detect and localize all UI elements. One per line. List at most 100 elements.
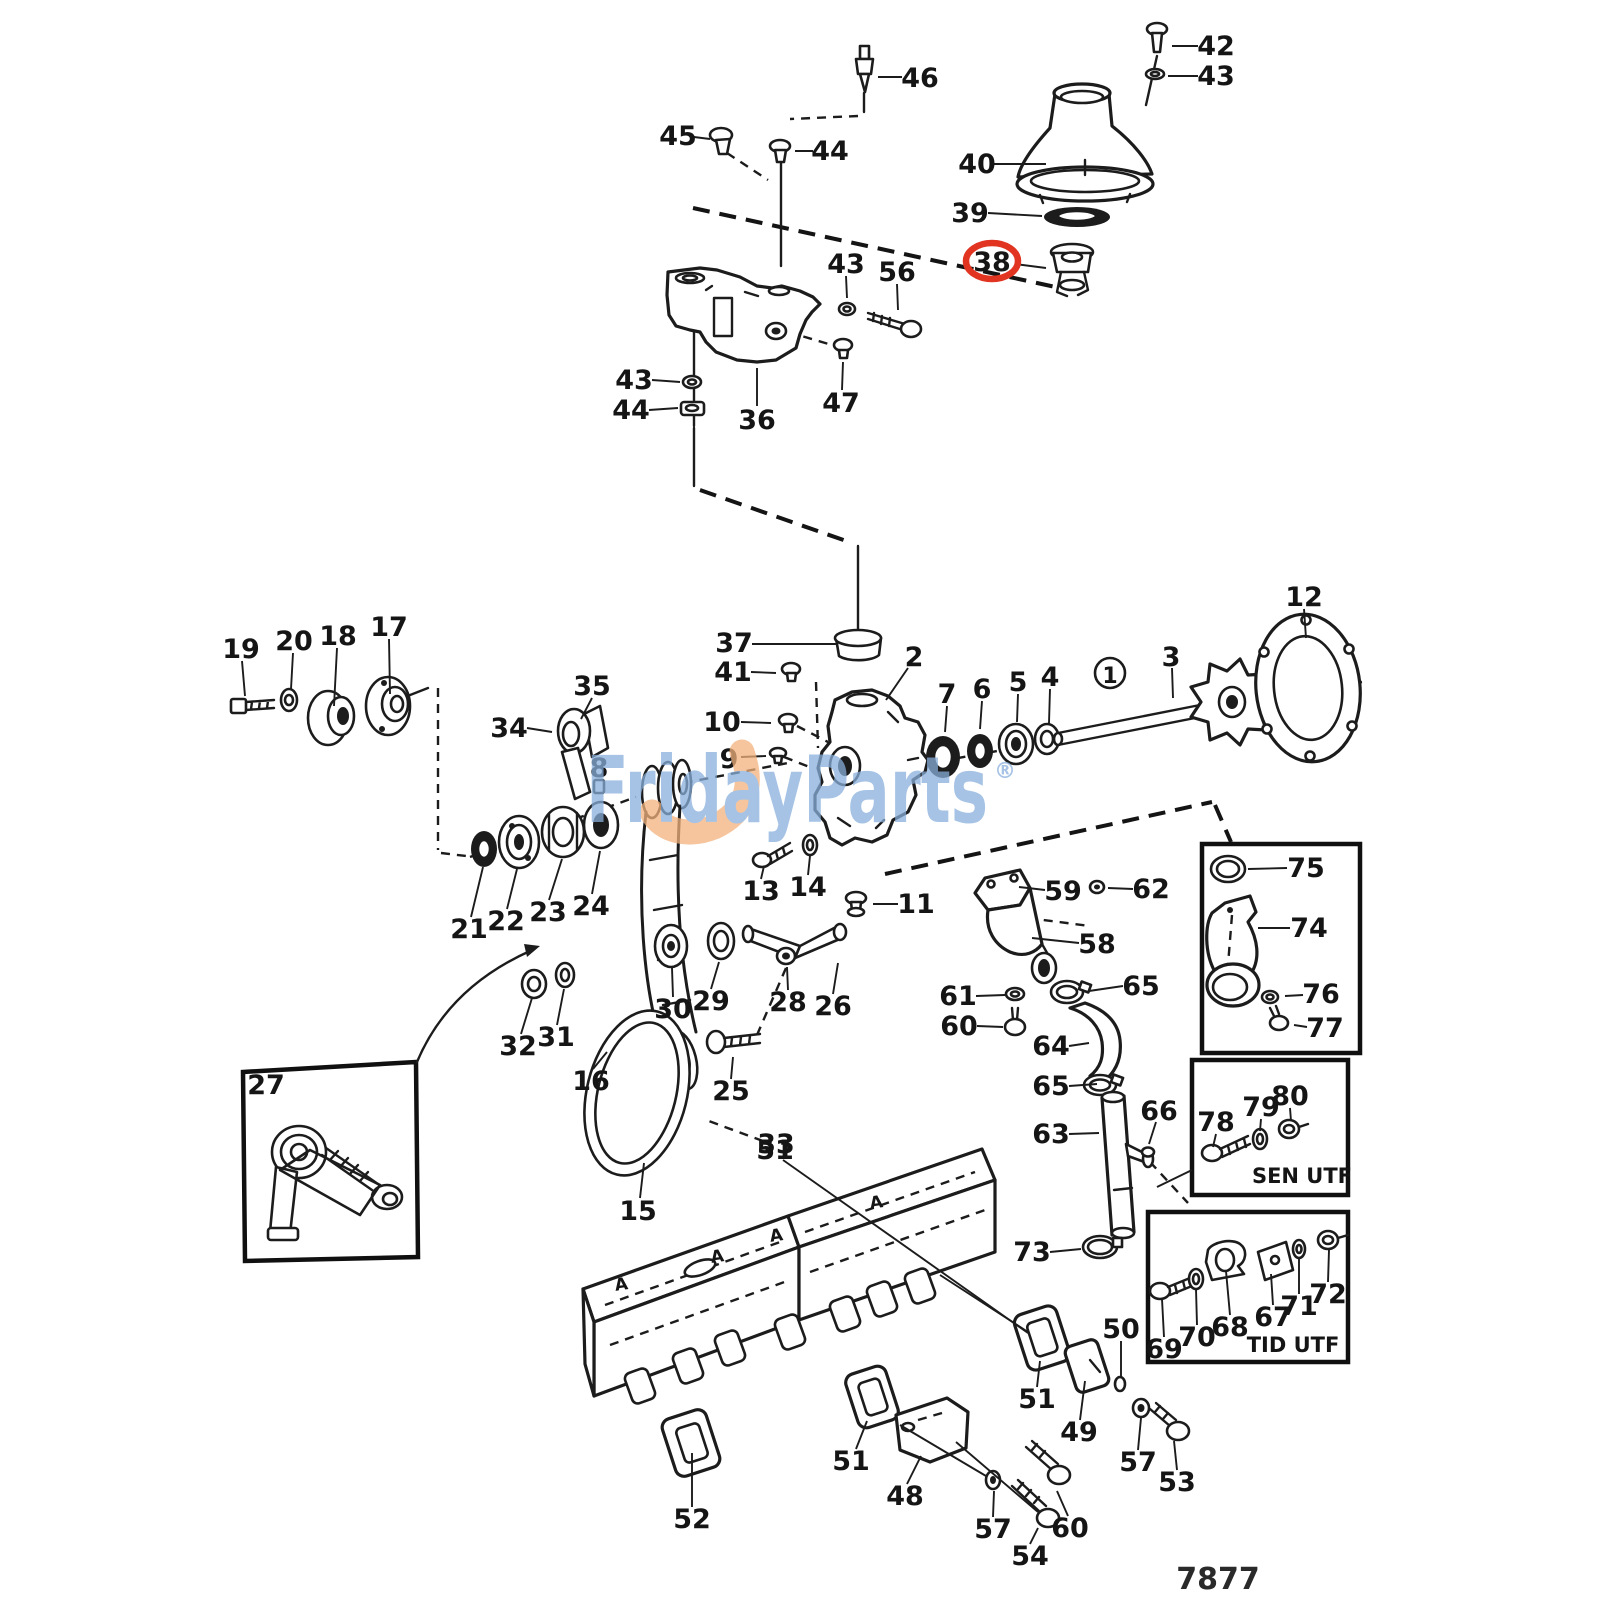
bearing-24	[582, 800, 620, 850]
nut-32	[520, 968, 548, 1000]
manifold-mark-A: A	[868, 1192, 885, 1214]
clamp-73	[1081, 1234, 1124, 1260]
callout-79: 79	[1242, 1092, 1280, 1123]
callout-57: 57	[974, 1514, 1012, 1545]
callout-32: 32	[499, 1031, 537, 1062]
pin-50	[1113, 1375, 1127, 1393]
callout-52: 52	[673, 1504, 711, 1535]
callout-71: 71	[1280, 1291, 1318, 1322]
callout-41: 41	[714, 657, 752, 688]
bolt-45	[708, 126, 734, 156]
callout-26: 26	[814, 991, 852, 1022]
flange-17	[364, 675, 412, 737]
gasket-51-mid	[844, 1364, 900, 1430]
callout-67: 67	[1254, 1302, 1292, 1333]
bolt-13	[751, 841, 794, 869]
callout-38: 38	[973, 247, 1011, 278]
exhaust-manifold-15-blocks	[581, 1147, 997, 1405]
callout-25: 25	[712, 1076, 750, 1107]
bolt-60-lower	[1024, 1439, 1072, 1486]
callout-60: 60	[940, 1011, 978, 1042]
callout-45: 45	[659, 121, 697, 152]
manifold-mark-A: A	[613, 1274, 630, 1296]
callout-76: 76	[1302, 979, 1340, 1010]
callout-68: 68	[1211, 1312, 1249, 1343]
plug-10	[777, 712, 799, 734]
seal-5	[997, 722, 1035, 766]
callout-4: 4	[1041, 662, 1060, 693]
watermark-swoosh	[639, 739, 760, 845]
callout-48: 48	[886, 1481, 924, 1512]
inset-box-sen-utf	[1189, 1057, 1351, 1198]
callout-5: 5	[1009, 667, 1028, 698]
gasket-52	[660, 1408, 722, 1478]
callout-58: 58	[1078, 929, 1116, 960]
callout-61: 61	[939, 981, 977, 1012]
callout-35: 35	[573, 671, 611, 702]
callout-43: 43	[615, 365, 653, 396]
inset-box-27	[240, 1059, 421, 1264]
callout-63: 63	[1032, 1119, 1070, 1150]
manifold-mark-A: A	[709, 1246, 726, 1268]
highlight-circle-38	[962, 239, 1022, 283]
callout-24: 24	[572, 891, 610, 922]
callout-51: 51	[832, 1446, 870, 1477]
callout-54: 54	[1011, 1541, 1049, 1572]
callout-51: 51	[1018, 1384, 1056, 1415]
callout-62: 62	[1132, 874, 1170, 905]
hose-64	[1068, 1001, 1122, 1084]
callout-12: 12	[1285, 582, 1323, 613]
callout-66: 66	[1140, 1096, 1178, 1127]
bolt-44-top	[768, 138, 792, 164]
bolt-56	[866, 311, 923, 339]
gasket-51-right	[1012, 1304, 1072, 1372]
inset-box-74	[1199, 841, 1363, 1056]
plug-11	[844, 890, 868, 918]
washer-61	[1004, 986, 1026, 1002]
callout-49: 49	[1060, 1417, 1098, 1448]
pump-housing-2	[813, 688, 930, 847]
washer-14	[801, 833, 819, 857]
pulley-half-30	[653, 923, 689, 969]
watermark: FridayParts ®	[586, 737, 1016, 845]
callout-13: 13	[742, 876, 780, 907]
callout-51: 51	[756, 1135, 794, 1166]
nut-23	[540, 805, 586, 859]
callout-57: 57	[1119, 1447, 1157, 1478]
sleeve-37	[833, 628, 883, 662]
belt-15	[583, 1009, 691, 1177]
callout-47: 47	[822, 388, 860, 419]
bracket-34-35	[556, 704, 610, 801]
callout-27: 27	[247, 1070, 285, 1101]
callout-14: 14	[789, 872, 827, 903]
bolt-60-upper	[1003, 1006, 1027, 1037]
callout-8: 8	[590, 753, 609, 784]
shaft-3	[1052, 701, 1218, 747]
callout-42: 42	[1197, 31, 1235, 62]
washer-43-left	[681, 374, 703, 390]
hub-18	[306, 689, 356, 747]
thermostat-cover-40	[1015, 82, 1155, 205]
plate-49	[1063, 1338, 1111, 1394]
exhaust-elbow-59-58	[973, 868, 1058, 985]
seal-29	[706, 921, 736, 961]
callout-28: 28	[769, 987, 807, 1018]
callout-1: 1	[1102, 664, 1117, 689]
callout-44: 44	[612, 395, 650, 426]
washer-43-cover	[1144, 67, 1166, 81]
callout-36: 36	[738, 405, 776, 436]
callout-10: 10	[703, 707, 741, 738]
callout-72: 72	[1309, 1279, 1347, 1310]
callout-37: 37	[715, 628, 753, 659]
callout-3: 3	[1162, 642, 1181, 673]
callout-74: 74	[1290, 913, 1328, 944]
callout-30: 30	[654, 994, 692, 1025]
gasket-12	[1254, 612, 1362, 764]
callout-16: 16	[572, 1066, 610, 1097]
nut-28	[775, 946, 797, 966]
callout-43: 43	[827, 249, 865, 280]
